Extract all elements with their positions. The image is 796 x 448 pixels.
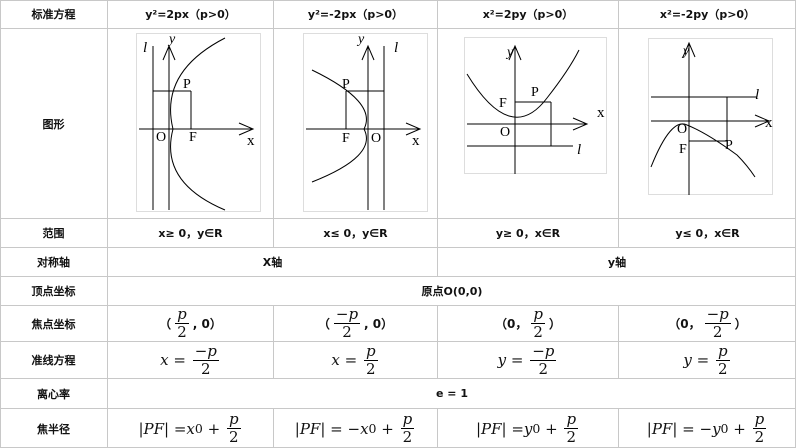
row-label-figure: 图形	[42, 117, 65, 131]
row-label-axis: 对称轴	[37, 256, 70, 269]
y-axis-label: y	[681, 44, 690, 59]
eccentricity-value: e = 1	[436, 387, 468, 400]
figure-parabola-left: y l x P F O	[303, 32, 428, 212]
figure-parabola-up: y x P F O l	[464, 37, 607, 174]
row-label-vertex: 顶点坐标	[31, 285, 76, 298]
x-axis-label: x	[765, 115, 773, 131]
figure-parabola-right: y l x P F O	[136, 32, 261, 212]
directrix-label: l	[577, 142, 581, 158]
figure-parabola-down: y l x O F P	[648, 38, 773, 195]
point-p-label: P	[725, 138, 733, 153]
range-value: x≤ 0，y∈R	[323, 227, 388, 240]
point-p-label: P	[342, 77, 350, 92]
focus-f-label: F	[499, 96, 507, 111]
axis-value-y: y轴	[607, 256, 627, 269]
x-axis-label: x	[597, 105, 605, 121]
point-p-label: P	[531, 85, 539, 100]
vertex-value: 原点O(0,0)	[421, 285, 483, 298]
header-standard-equation: 标准方程	[31, 8, 76, 21]
axis-value-x: X轴	[262, 256, 283, 269]
row-label-directrix: 准线方程	[31, 354, 76, 367]
origin-label: O	[500, 125, 510, 140]
row-label-focus: 焦点坐标	[31, 317, 76, 331]
row-label-range: 范围	[42, 227, 65, 240]
origin-label: O	[371, 131, 381, 146]
range-value: y≤ 0，x∈R	[675, 227, 740, 240]
x-axis-label: x	[247, 133, 255, 149]
directrix-label: l	[755, 87, 759, 103]
point-p-label: P	[183, 77, 191, 92]
range-value: y≥ 0，x∈R	[495, 227, 561, 240]
directrix-label: l	[143, 40, 147, 56]
focus-f-label: F	[679, 142, 687, 157]
x-axis-label: x	[412, 133, 420, 149]
range-value: x≥ 0，y∈R	[158, 227, 223, 240]
header-eq-up: x²=2py（p>0）	[482, 8, 574, 21]
header-eq-right: y²=2px（p>0）	[145, 8, 236, 21]
header-eq-left: y²=-2px（p>0）	[307, 8, 404, 21]
y-axis-label: y	[167, 32, 176, 47]
focus-f-label: F	[342, 131, 350, 146]
directrix-label: l	[394, 40, 398, 56]
origin-label: O	[677, 122, 687, 137]
y-axis-label: y	[505, 45, 514, 60]
header-eq-down: x²=-2py（p>0）	[659, 8, 756, 21]
origin-label: O	[156, 130, 166, 145]
row-label-eccentricity: 离心率	[37, 387, 70, 401]
row-label-focal-radius: 焦半径	[37, 422, 70, 436]
focus-f-label: F	[189, 130, 197, 145]
y-axis-label: y	[356, 32, 365, 47]
